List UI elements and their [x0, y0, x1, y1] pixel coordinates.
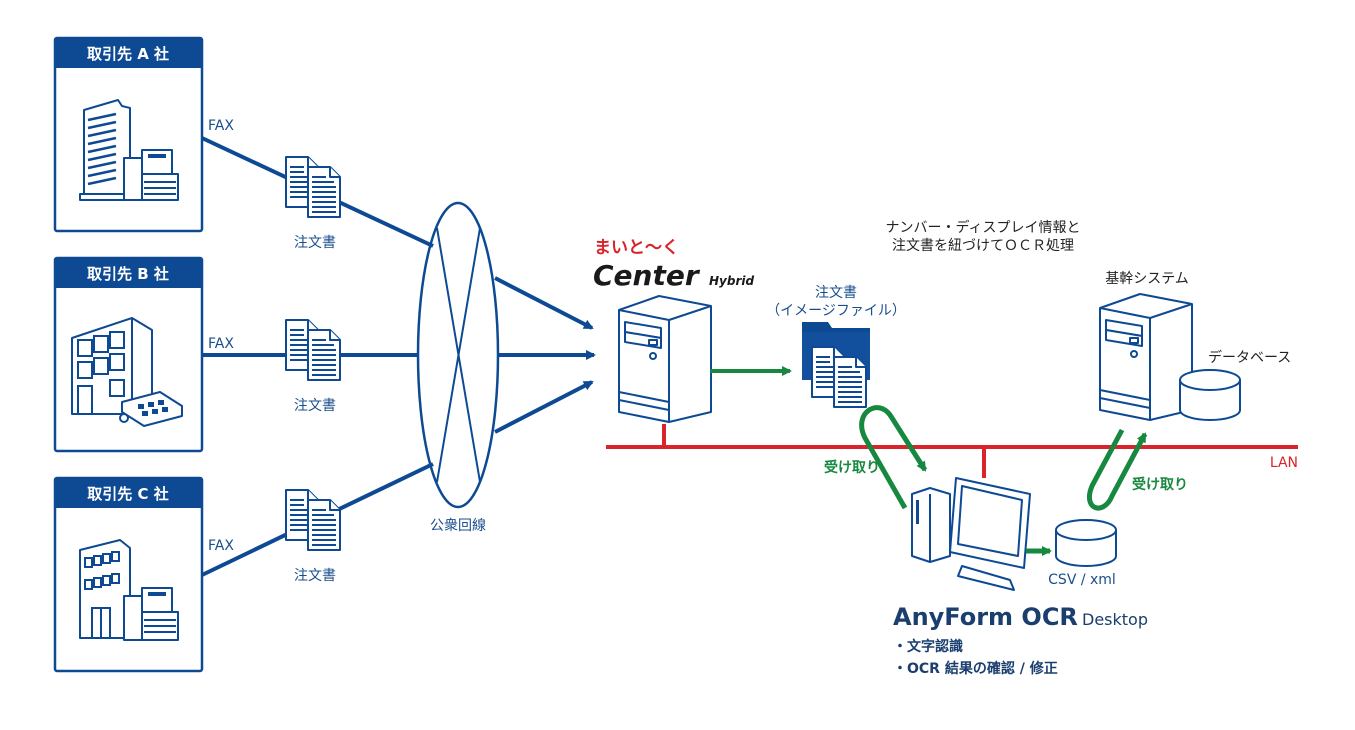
- order-document-icon-a: [285, 156, 341, 218]
- receive-arrow-2: [1087, 428, 1148, 511]
- image-file-label-line2: （イメージファイル）: [766, 303, 906, 319]
- desktop-pc-icon: [911, 477, 1031, 591]
- ocr-note-line2: 注文書を紐づけてＯＣＲ処理: [892, 238, 1074, 254]
- center-product-name: Center: [593, 259, 701, 292]
- public-network-icon: [416, 201, 500, 509]
- partner-c-header: 取引先 C 社: [87, 485, 168, 503]
- network-arrow-top: [494, 276, 594, 330]
- receive-label-2: 受け取り: [1132, 476, 1188, 493]
- order-document-label-c: 注文書: [294, 568, 336, 584]
- partner-a-box: 取引先 A 社: [53, 36, 204, 233]
- order-document-label-b: 注文書: [294, 398, 336, 414]
- anyform-ocr-title: AnyForm OCR: [893, 603, 1078, 631]
- order-document-icon-b: [285, 319, 341, 381]
- database-label: データベース: [1208, 349, 1291, 366]
- lan-label: LAN: [1270, 455, 1298, 471]
- partner-b-box: 取引先 B 社: [53, 256, 204, 453]
- public-network-label: 公衆回線: [430, 518, 486, 534]
- fax-label-c: FAX: [208, 538, 234, 554]
- core-system-label: 基幹システム: [1105, 270, 1189, 287]
- receive-label-1: 受け取り: [824, 459, 880, 476]
- partner-c-box: 取引先 C 社: [53, 476, 204, 673]
- image-file-label-line1: 注文書: [815, 285, 857, 301]
- image-folder-icon: [802, 322, 870, 408]
- office-tower-with-copier-icon: [79, 99, 179, 201]
- lan-line: [606, 424, 1298, 478]
- partner-b-header: 取引先 B 社: [87, 265, 169, 283]
- fax-label-a: FAX: [208, 118, 234, 134]
- feature-item: ・文字認識: [893, 638, 963, 655]
- partner-a-header: 取引先 A 社: [87, 45, 169, 63]
- network-arrow-bottom: [494, 380, 594, 434]
- mytalk-logo: まいと～く: [594, 238, 679, 258]
- receive-arrow-1: [859, 405, 928, 510]
- core-system-server-icon: [1099, 293, 1193, 421]
- csv-database-icon: [1055, 519, 1117, 567]
- center-server-icon: [618, 295, 712, 423]
- csv-xml-label: CSV / xml: [1048, 572, 1116, 588]
- office-building-with-fax-icon: [71, 317, 183, 427]
- center-product-suffix: Hybrid: [709, 274, 754, 288]
- ocr-note-line1: ナンバー・ディスプレイ情報と: [885, 219, 1080, 236]
- database-icon: [1179, 369, 1241, 421]
- small-building-with-copier-icon: [79, 539, 179, 641]
- anyform-edition: Desktop: [1082, 610, 1148, 629]
- fax-label-b: FAX: [208, 336, 234, 352]
- order-document-label-a: 注文書: [294, 235, 336, 251]
- order-document-icon-c: [285, 489, 341, 551]
- feature-item: ・OCR 結果の確認 / 修正: [893, 660, 1058, 677]
